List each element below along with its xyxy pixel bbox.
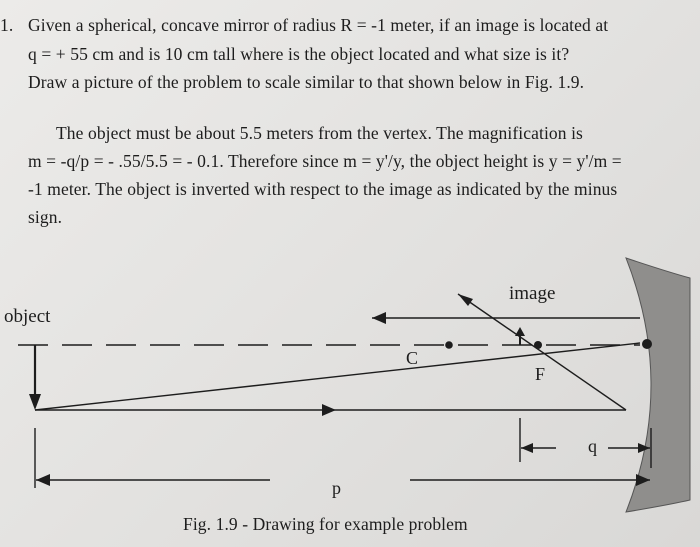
answer-line-2: m = -q/p = - .55/5.5 = - 0.1. Therefore … — [28, 151, 622, 171]
ray-reflected-focus — [457, 293, 627, 411]
object-label: object — [4, 306, 51, 327]
image-label: image — [509, 283, 556, 304]
problem-number: 1. — [0, 15, 14, 35]
problem-line-1: Given a spherical, concave mirror of rad… — [28, 15, 609, 35]
ray-parallel-arrow — [322, 404, 336, 416]
focus-point — [534, 341, 542, 349]
q-arrowhead-left — [521, 443, 533, 453]
answer-line-3: -1 meter. The object is inverted with re… — [28, 179, 618, 199]
figure-caption: Fig. 1.9 - Drawing for example problem — [183, 514, 468, 534]
answer-line-1: The object must be about 5.5 meters from… — [56, 123, 583, 143]
q-label: q — [588, 436, 597, 456]
ray-through-focus — [34, 342, 641, 411]
ray-reflected-focus-arrow — [458, 294, 473, 306]
focus-label: F — [535, 364, 546, 384]
image-arrowhead — [515, 327, 525, 336]
p-arrowhead-left — [36, 474, 50, 486]
center-label: C — [406, 348, 419, 368]
problem-line-2: q = + 55 cm and is 10 cm tall where is t… — [28, 44, 570, 64]
concave-mirror — [625, 257, 691, 513]
object-arrowhead — [29, 394, 41, 410]
q-arrowhead-right — [638, 443, 650, 453]
ray-parallel-return-arrow — [372, 312, 386, 324]
vertex-point — [642, 339, 652, 349]
p-arrowhead-right — [636, 474, 650, 486]
answer-line-4: sign. — [28, 207, 63, 227]
p-label: p — [332, 478, 341, 498]
center-point — [445, 341, 453, 349]
problem-line-3: Draw a picture of the problem to scale s… — [28, 72, 585, 92]
